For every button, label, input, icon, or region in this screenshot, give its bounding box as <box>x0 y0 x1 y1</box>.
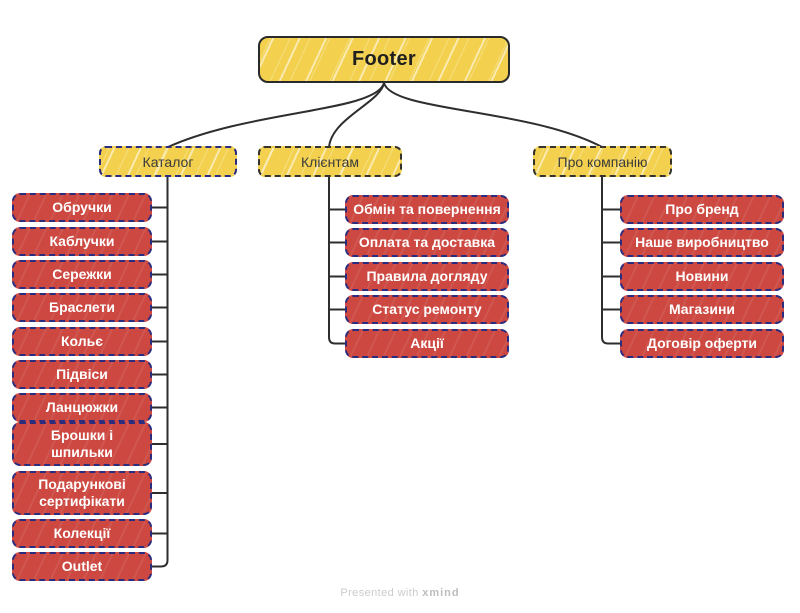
branch-pro-kompaniyu[interactable]: Про компанію <box>533 146 672 177</box>
child-label: Брошки і шпильки <box>50 426 114 461</box>
child-label: Новини <box>675 267 729 284</box>
child-label: Подарункові сертифікати <box>38 475 126 510</box>
topic-footer[interactable]: Footer <box>258 36 510 83</box>
child-pidvisy[interactable]: Підвіси <box>12 360 152 389</box>
child-nashe-vyrobnytstvo[interactable]: Наше виробництво <box>620 228 784 257</box>
branch-klientam[interactable]: Клієнтам <box>258 146 402 177</box>
child-label: Ланцюжки <box>45 398 119 415</box>
link-root-prokompaniyu <box>383 82 603 148</box>
child-label: Кольє <box>61 332 103 349</box>
child-obruchky[interactable]: Обручки <box>12 193 152 222</box>
child-pro-brend[interactable]: Про бренд <box>620 195 784 224</box>
child-label: Outlet <box>61 557 103 574</box>
child-dogovir-oferty[interactable]: Договір оферти <box>620 329 784 358</box>
trunk-prokompaniyu <box>601 176 621 345</box>
child-lantsyuzhky[interactable]: Ланцюжки <box>12 393 152 422</box>
link-root-katalog <box>167 82 385 148</box>
child-label: Про бренд <box>665 200 739 217</box>
xmind-watermark: Presented with xmind <box>0 587 800 599</box>
child-label: Колекції <box>53 524 111 541</box>
child-label: Акції <box>410 334 444 351</box>
xmind-logo-text: xmind <box>422 587 460 599</box>
child-label: Магазини <box>668 300 736 317</box>
child-aktsii[interactable]: Акції <box>345 329 509 358</box>
trunk-katalog <box>151 176 169 568</box>
branch-klientam-label: Клієнтам <box>301 153 359 170</box>
child-broshky-i-shpylky[interactable]: Брошки і шпильки <box>12 422 152 466</box>
child-label: Каблучки <box>49 232 115 249</box>
child-label: Оплата та доставка <box>358 233 496 250</box>
trunk-klientam <box>328 176 346 345</box>
child-label: Обручки <box>52 198 112 215</box>
child-oplata-ta-dostavka[interactable]: Оплата та доставка <box>345 228 509 257</box>
child-label: Сережки <box>52 265 112 282</box>
child-label: Браслети <box>49 298 115 315</box>
branch-pro-kompaniyu-label: Про компанію <box>557 153 648 170</box>
child-status-remontu[interactable]: Статус ремонту <box>345 295 509 324</box>
topic-footer-label: Footer <box>351 48 417 70</box>
watermark-prefix: Presented with <box>340 587 419 599</box>
child-novyny[interactable]: Новини <box>620 262 784 291</box>
child-kabluchky[interactable]: Каблучки <box>12 227 152 256</box>
child-label: Наше виробництво <box>635 233 769 250</box>
branch-katalog[interactable]: Каталог <box>99 146 237 177</box>
branch-katalog-label: Каталог <box>142 153 194 170</box>
child-podarunkovi-sertyfikaty[interactable]: Подарункові сертифікати <box>12 471 152 515</box>
child-label: Обмін та повернення <box>353 200 501 217</box>
child-label: Статус ремонту <box>372 300 482 317</box>
link-root-klientam <box>328 82 385 148</box>
child-magazyny[interactable]: Магазини <box>620 295 784 324</box>
child-outlet[interactable]: Outlet <box>12 552 152 581</box>
child-pravyla-doglyadu[interactable]: Правила догляду <box>345 262 509 291</box>
child-kolektsii[interactable]: Колекції <box>12 519 152 548</box>
child-kolye[interactable]: Кольє <box>12 327 152 356</box>
child-label: Договір оферти <box>646 334 758 351</box>
child-obmin-ta-povernennya[interactable]: Обмін та повернення <box>345 195 509 224</box>
child-label: Підвіси <box>56 365 108 382</box>
child-label: Правила догляду <box>366 267 488 284</box>
child-serezhky[interactable]: Сережки <box>12 260 152 289</box>
child-braslety[interactable]: Браслети <box>12 293 152 322</box>
